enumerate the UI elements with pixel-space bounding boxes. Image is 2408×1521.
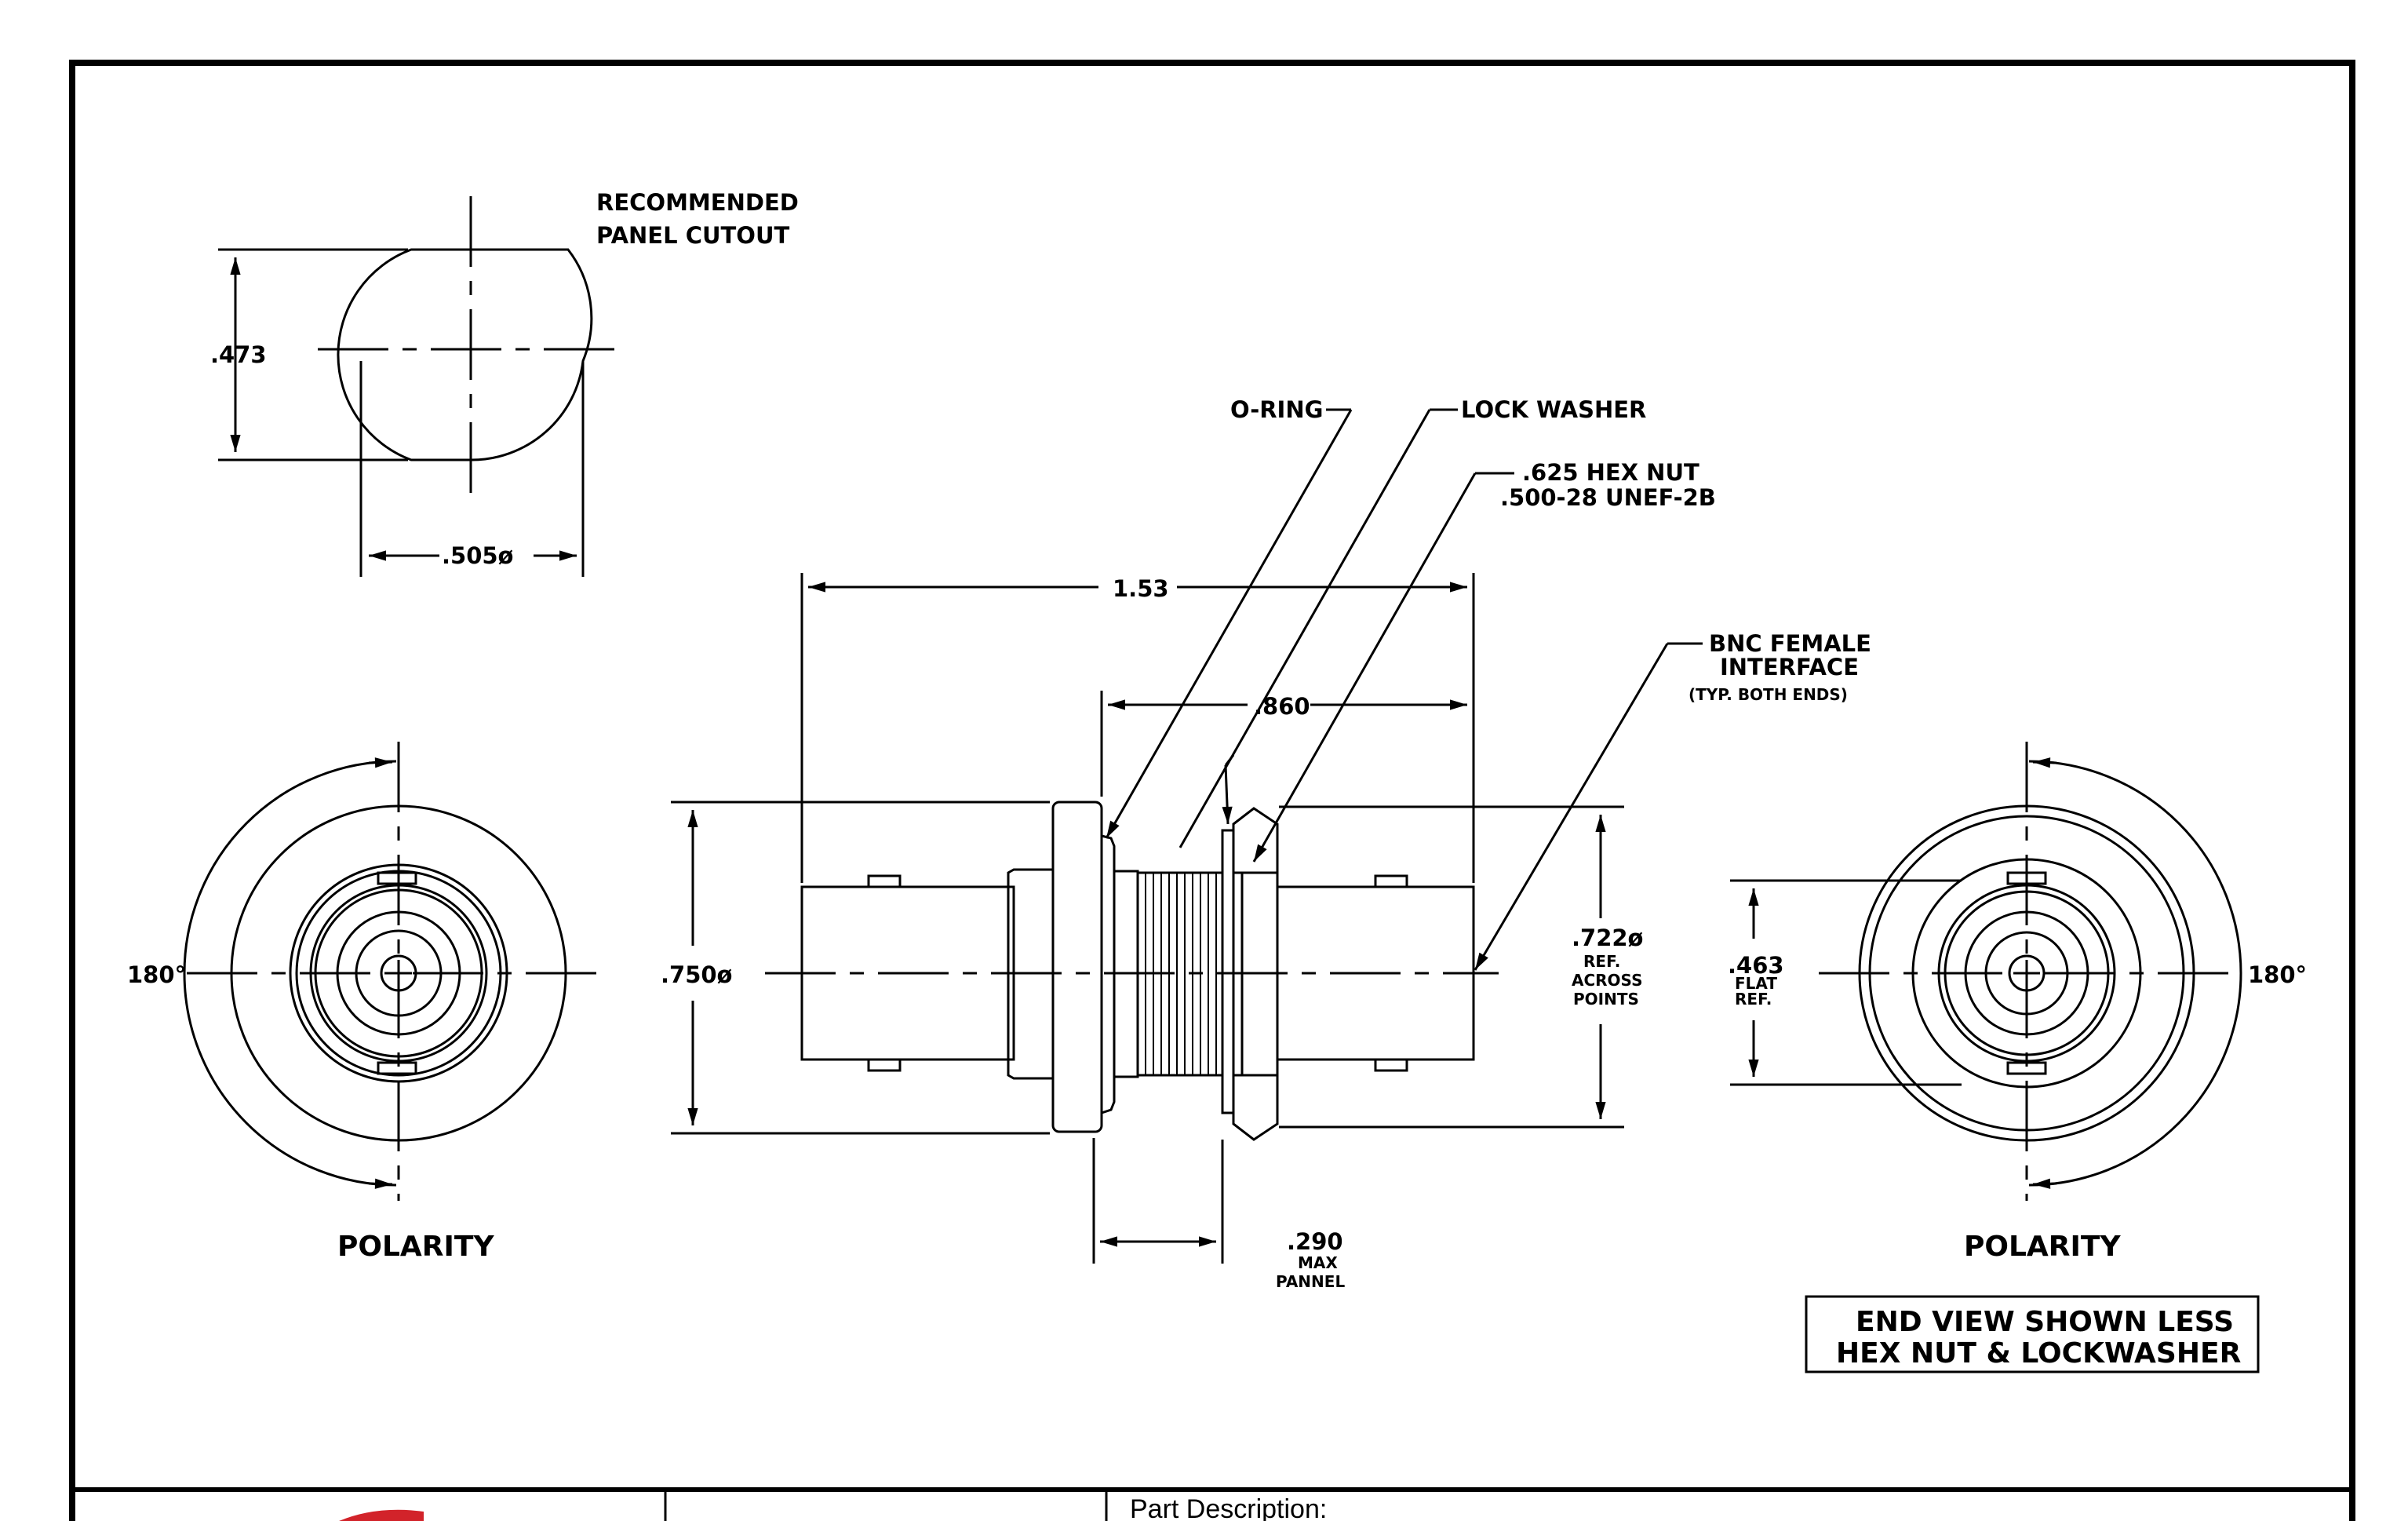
right-polarity-caption: POLARITY: [1964, 1231, 2121, 1263]
cutout-height-dim: .473: [210, 341, 267, 368]
oring-callout: O-RING: [1230, 396, 1323, 423]
panel-dim-sub1: MAX: [1298, 1253, 1338, 1272]
bnc-callout-line2: INTERFACE: [1720, 654, 1859, 680]
across-points-sub1: REF.: [1583, 952, 1620, 971]
flat-dim-sub2: REF.: [1735, 990, 1772, 1009]
across-points-sub2: ACROSS: [1572, 971, 1642, 990]
left-angle-label: 180°: [127, 961, 186, 988]
hex-nut-callout-line2: .500-28 UNEF-2B: [1500, 484, 1716, 511]
company-logo: [339, 1509, 424, 1521]
note-box: END VIEW SHOWN LESS HEX NUT & LOCKWASHER: [1805, 1295, 2260, 1373]
note-line2: HEX NUT & LOCKWASHER: [1836, 1337, 2241, 1370]
across-points-main: .722ø: [1572, 925, 1643, 951]
flange-dia-dim: .750ø: [661, 961, 732, 988]
cutout-title-line2: PANEL CUTOUT: [596, 222, 790, 249]
overall-length-dim: 1.53: [1113, 575, 1169, 602]
cutout-title-line1: RECOMMENDED: [596, 189, 799, 216]
panel-dim-sub2: PANNEL: [1276, 1272, 1345, 1291]
left-end-view: [183, 742, 608, 1201]
flat-dim-main: .463: [1728, 952, 1784, 979]
cutout-width-dim: .505ø: [442, 542, 513, 569]
flat-dim-sub1: FLAT: [1735, 974, 1777, 993]
hex-nut-callout-line1: .625 HEX NUT: [1522, 459, 1699, 486]
panel-dim-main: .290: [1287, 1228, 1343, 1255]
note-line1: END VIEW SHOWN LESS: [1856, 1306, 2234, 1338]
bnc-callout-line3: (TYP. BOTH ENDS): [1689, 685, 1848, 704]
connector-side-view: [671, 408, 1703, 1264]
bnc-callout-line1: BNC FEMALE: [1709, 630, 1871, 657]
sheet-border: [69, 60, 2355, 1521]
right-angle-label: 180°: [2248, 961, 2307, 988]
across-points-sub3: POINTS: [1573, 990, 1639, 1009]
part-description-label: Part Description:: [1130, 1494, 1327, 1521]
right-end-view: [1730, 742, 2242, 1201]
body-length-dim: .860: [1254, 693, 1310, 720]
left-polarity-caption: POLARITY: [337, 1231, 494, 1263]
lock-washer-callout: LOCK WASHER: [1461, 396, 1646, 423]
panel-cutout-view: [218, 196, 624, 577]
title-block: Part Description:: [339, 1490, 1327, 1521]
